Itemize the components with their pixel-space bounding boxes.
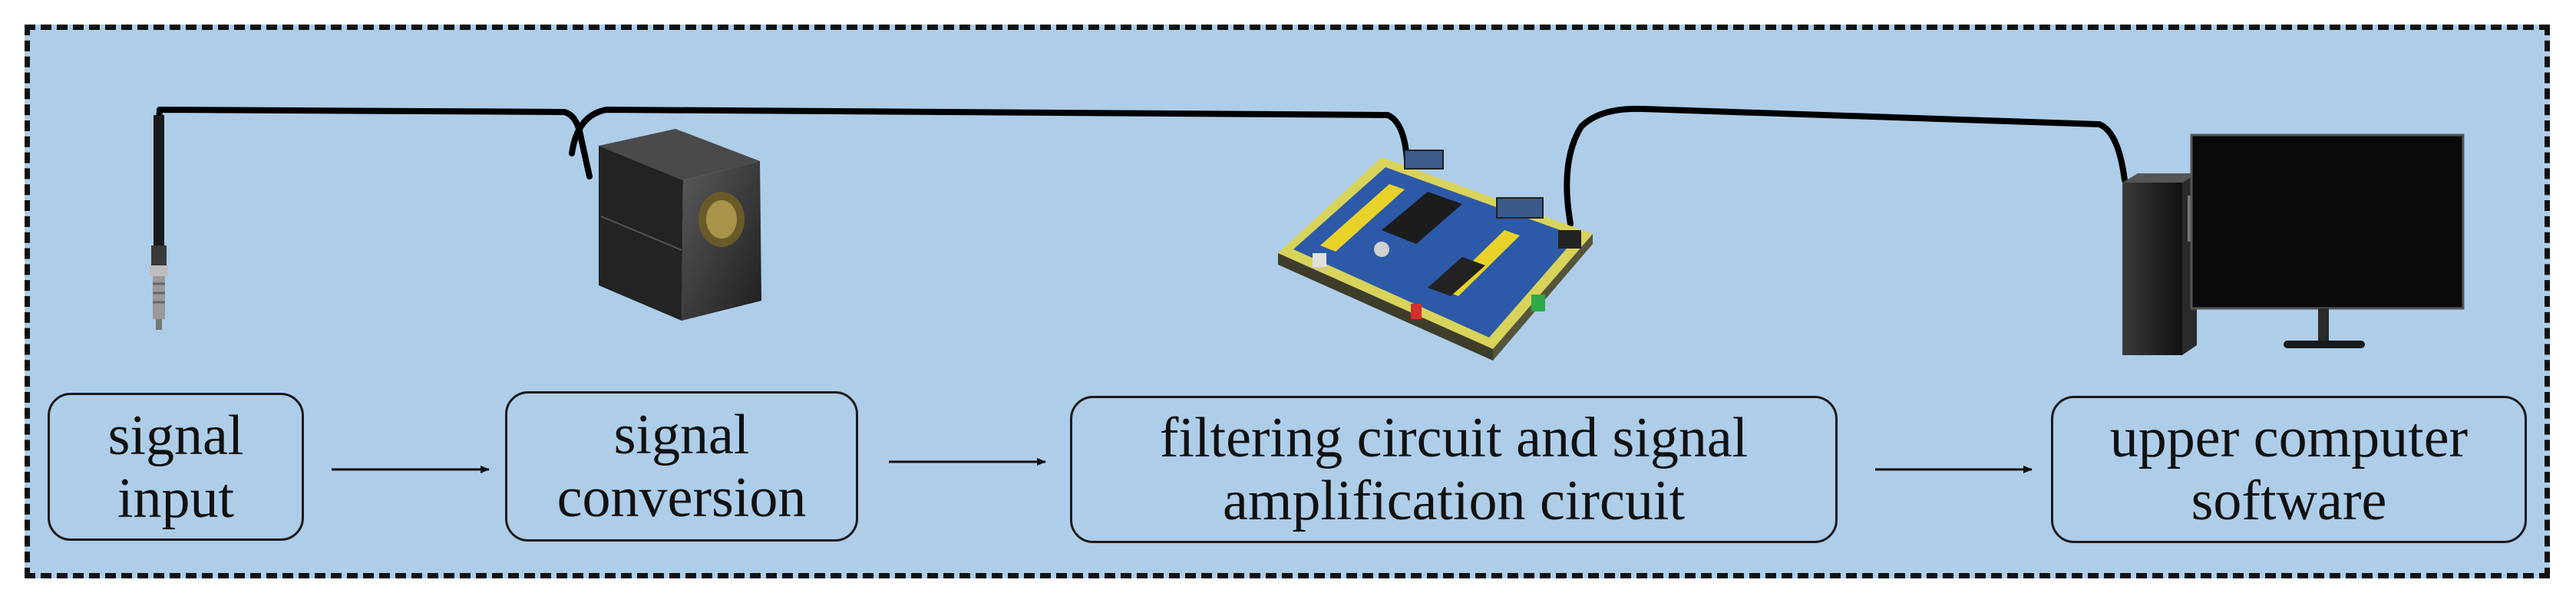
stage-label-line: signal — [107, 403, 244, 467]
photodetector-icon — [599, 129, 761, 321]
circuit-board-icon — [1278, 150, 1593, 361]
stage-label-line: software — [2191, 469, 2387, 532]
stage-box-signal-input: signal input — [48, 393, 304, 541]
desktop-computer-icon — [2122, 133, 2465, 355]
stage-label-line: input — [117, 466, 235, 530]
stage-box-signal-conversion: signal conversion — [505, 391, 858, 542]
stage-label-line: upper computer — [2109, 407, 2469, 469]
cables — [155, 105, 2128, 227]
stage-label-line: filtering circuit and signal — [1159, 407, 1749, 469]
stage-label-line: amplification circuit — [1222, 469, 1686, 532]
stage-label-line: signal — [613, 403, 750, 466]
stage-box-upper-computer-software: upper computer software — [2051, 396, 2527, 543]
cable-detector-to-board — [569, 107, 1410, 164]
flow-arrows — [332, 458, 2033, 473]
fiber-probe-icon — [150, 115, 168, 330]
stage-box-filtering-amplification: filtering circuit and signal amplificati… — [1070, 396, 1838, 543]
cable-probe-to-detector — [155, 107, 593, 179]
cable-board-to-computer — [1564, 105, 2128, 227]
stage-label-line: conversion — [556, 466, 807, 529]
